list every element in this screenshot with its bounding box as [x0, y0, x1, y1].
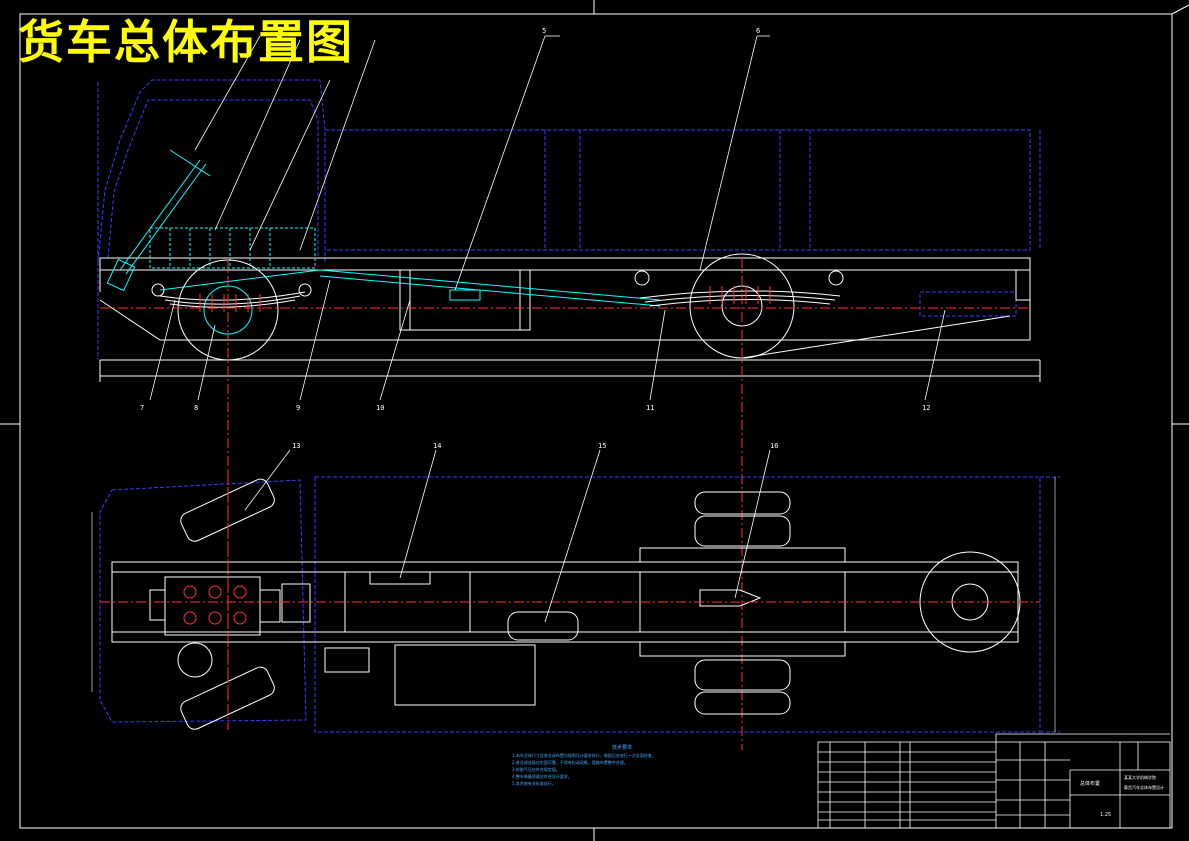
note-line: 5.其余按有关标准执行。: [512, 781, 556, 786]
callout-15: 15: [598, 442, 607, 450]
title-block-name: 总体布置: [1080, 781, 1101, 787]
title-block-scale: 1:25: [1100, 812, 1112, 818]
leader-lines-plan: [244, 449, 771, 623]
callout-6: 6: [756, 27, 761, 35]
driveshaft-side: [106, 149, 661, 307]
top-view: [91, 449, 1060, 733]
callout-16: 16: [770, 442, 779, 450]
notes-title: 技术要求: [611, 745, 632, 751]
callout-12: 12: [922, 404, 931, 412]
callout-8: 8: [194, 404, 199, 412]
cab-plan: [99, 476, 1060, 733]
drawing-title: 货车总体布置图: [18, 15, 354, 69]
engine-cylinders: [183, 585, 247, 625]
title-block-design: 载货汽车总体布置设计: [1124, 785, 1164, 790]
note-line: 1.本车总体尺寸及各总成布置均按照设计要求执行，装配后应进行一次全面检查。: [512, 753, 656, 758]
callout-14: 14: [433, 442, 442, 450]
centerlines-plan: [100, 470, 1040, 730]
cargo-box: [324, 129, 1041, 317]
leaf-springs: [151, 270, 844, 308]
title-block-school: 某某大学机械学院: [1124, 775, 1156, 780]
frame-rail: [99, 257, 1031, 341]
technical-notes: 技术要求 1.本车总体尺寸及各总成布置均按照设计要求执行，装配后应进行一次全面检…: [512, 745, 692, 787]
note-line: 4.整车装备质量应符合设计要求。: [512, 774, 572, 779]
callout-13: 13: [292, 442, 301, 450]
callout-10: 10: [376, 404, 385, 412]
note-line: 2.各总成连接应牢固可靠，不得有松动现象，管路布置整齐合理。: [512, 760, 628, 765]
sheet-border: [19, 13, 1173, 829]
callout-7: 7: [140, 404, 145, 412]
title-block: [817, 733, 1171, 829]
frame-plan: [111, 478, 1021, 730]
callout-5: 5: [542, 27, 547, 35]
spring-clips: [199, 286, 771, 312]
callout-9: 9: [296, 404, 301, 412]
side-view: [97, 35, 1041, 750]
cab-outline: [97, 79, 326, 360]
note-line: 3.轮胎气压应符合规定值。: [512, 767, 560, 772]
leader-lines: [149, 35, 946, 401]
callout-11: 11: [646, 404, 655, 412]
